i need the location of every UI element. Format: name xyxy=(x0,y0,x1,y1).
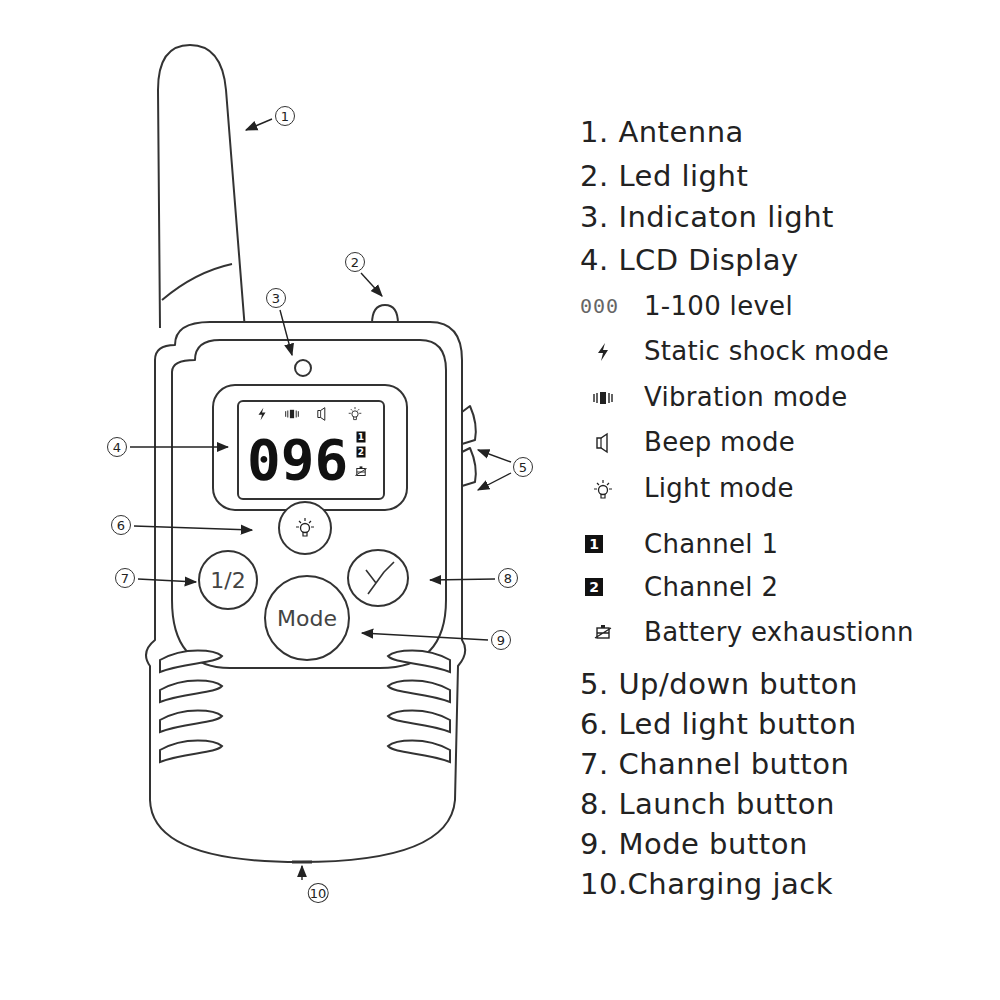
legend-label: 1-100 level xyxy=(644,292,793,321)
indication-light xyxy=(295,360,311,376)
beep-icon xyxy=(318,408,325,421)
callout-number: 10 xyxy=(308,883,329,903)
antenna-band xyxy=(162,264,232,300)
leader-lines xyxy=(130,119,511,880)
battery-icon xyxy=(355,466,366,475)
legend-label: Vibration mode xyxy=(644,383,848,412)
beep-icon xyxy=(597,434,607,452)
housing-inner xyxy=(172,340,446,668)
light-icon xyxy=(594,480,612,498)
mode-button: Mode xyxy=(264,575,350,661)
part-label: 2. Led light xyxy=(580,161,748,193)
light-icon xyxy=(296,518,314,536)
launch-icon xyxy=(366,562,394,594)
part-label: 6. Led light button xyxy=(580,709,857,741)
shock-icon xyxy=(598,343,608,361)
legend-label: Light mode xyxy=(644,474,794,503)
level-digits-icon: 000 xyxy=(580,295,619,317)
legend-label: Channel 1 xyxy=(644,530,778,559)
callout-number: 5 xyxy=(513,457,533,477)
part-label: 1. Antenna xyxy=(580,117,744,149)
light-button xyxy=(279,502,331,554)
launch-button xyxy=(348,550,408,606)
callout-number: 7 xyxy=(115,568,135,588)
legend-label: Channel 2 xyxy=(644,573,778,602)
lcd-channel-icon: 2 xyxy=(357,447,366,458)
lcd-display: 096 xyxy=(237,400,385,500)
part-label: 7. Channel button xyxy=(580,749,849,781)
channel-icon: 2 xyxy=(585,578,603,596)
grip-slots xyxy=(160,651,450,763)
part-label: 5. Up/down button xyxy=(580,669,858,701)
callout-number: 8 xyxy=(498,568,518,588)
button-label: Mode xyxy=(277,606,337,631)
lcd-channel-icon: 1 xyxy=(357,432,366,443)
down-button xyxy=(462,448,476,486)
part-label: 9. Mode button xyxy=(580,829,808,861)
vibration-icon xyxy=(594,392,612,404)
light-icon xyxy=(349,407,362,420)
part-label: 4. LCD Display xyxy=(580,245,799,277)
up-button xyxy=(462,406,476,444)
callout-number: 6 xyxy=(111,515,131,535)
channel-button: 1/2 xyxy=(198,550,258,610)
callout-number: 9 xyxy=(491,630,511,650)
callout-number: 2 xyxy=(345,252,365,272)
legend-label: Beep mode xyxy=(644,428,795,457)
legend-label: Static shock mode xyxy=(644,337,889,366)
vibration-icon xyxy=(286,410,299,418)
part-label: 10.Charging jack xyxy=(580,869,833,901)
legend-label: Battery exhaustionn xyxy=(644,618,914,647)
part-label: 8. Launch button xyxy=(580,789,835,821)
part-label: 3. Indicaton light xyxy=(580,202,834,234)
callout-number: 1 xyxy=(275,106,295,126)
shock-icon xyxy=(259,408,266,421)
housing xyxy=(146,322,465,862)
button-label: 1/2 xyxy=(210,568,245,593)
battery-icon xyxy=(595,625,611,638)
callout-number: 3 xyxy=(266,288,286,308)
channel-icon: 1 xyxy=(585,535,603,553)
callout-number: 4 xyxy=(107,437,127,457)
charging-jack xyxy=(292,861,312,864)
lcd-frame xyxy=(213,385,407,510)
level-readout: 096 xyxy=(247,432,348,488)
antenna xyxy=(158,45,245,330)
